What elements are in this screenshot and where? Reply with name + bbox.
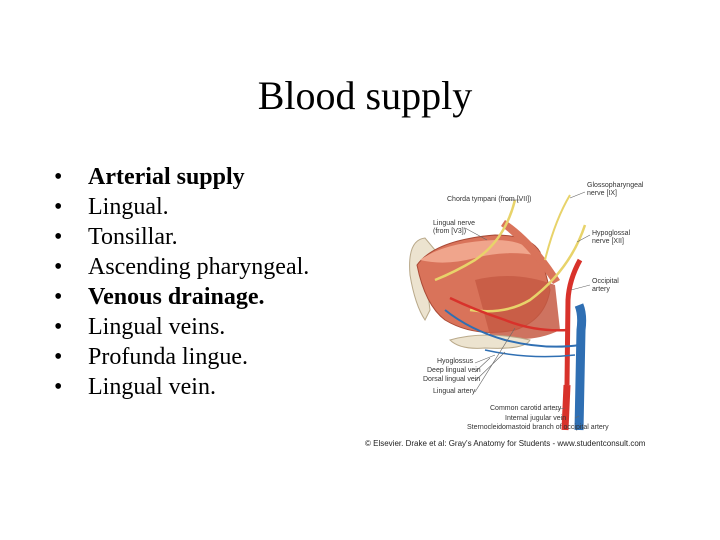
deep-lingual-vein	[484, 349, 576, 358]
bullet-dot-icon: •	[54, 224, 63, 250]
leader-lines	[464, 191, 591, 419]
stylo-muscle	[501, 220, 560, 284]
figure-caption: © Elsevier. Drake et al: Gray's Anatomy …	[365, 439, 646, 448]
lingual-nerve	[434, 199, 517, 282]
bullet-dot-icon: •	[54, 374, 63, 400]
lingual-artery	[449, 296, 569, 332]
bullet-dot-icon: •	[54, 164, 63, 190]
label-lingual-nerve: Lingual nerve(from [V3])	[433, 220, 476, 235]
label-chorda-tympani: Chorda tympani (from [VII])	[447, 196, 532, 203]
bullet-text: Lingual.	[88, 194, 169, 220]
label-common-carotid: Common carotid artery	[490, 405, 562, 412]
bullet-text: Lingual vein.	[88, 374, 216, 400]
external-carotid	[564, 258, 583, 386]
bullet-dot-icon: •	[54, 284, 63, 310]
label-sternocleidomastoid: Sternocleidomastoid branch of occipital …	[467, 424, 609, 431]
bullet-dot-icon: •	[54, 254, 63, 280]
hypoglossal-nerve	[469, 224, 587, 313]
label-deep-lingual-vein: Deep lingual vein	[427, 367, 481, 374]
glossopharyngeal-nerve	[544, 194, 571, 261]
bullet-dot-icon: •	[54, 194, 63, 220]
bullet-text: Arterial supply	[88, 164, 245, 190]
bullet-text: Ascending pharyngeal.	[88, 254, 310, 280]
bullet-dot-icon: •	[54, 314, 63, 340]
tongue-anatomy-illustration	[409, 191, 591, 431]
bullet-text: Venous drainage.	[88, 284, 265, 310]
tongue-dorsum	[420, 240, 535, 263]
common-carotid	[561, 384, 571, 431]
label-internal-jugular: Internal jugular vein	[505, 415, 567, 422]
label-dorsal-lingual-vein: Dorsal lingual vein	[423, 376, 481, 383]
bullet-text: Profunda lingue.	[88, 344, 248, 370]
lingual-veins	[444, 309, 581, 348]
bullet-text: Tonsillar.	[88, 224, 178, 250]
label-lingual-artery: Lingual artery	[433, 388, 476, 395]
label-hyoglossus: Hyoglossus	[437, 358, 474, 365]
bullet-text: Lingual veins.	[88, 314, 226, 340]
bullet-dot-icon: •	[54, 344, 63, 370]
internal-jugular-vein	[574, 303, 587, 431]
slide-title: Blood supply	[257, 73, 473, 118]
hyoid-bone	[449, 334, 531, 349]
